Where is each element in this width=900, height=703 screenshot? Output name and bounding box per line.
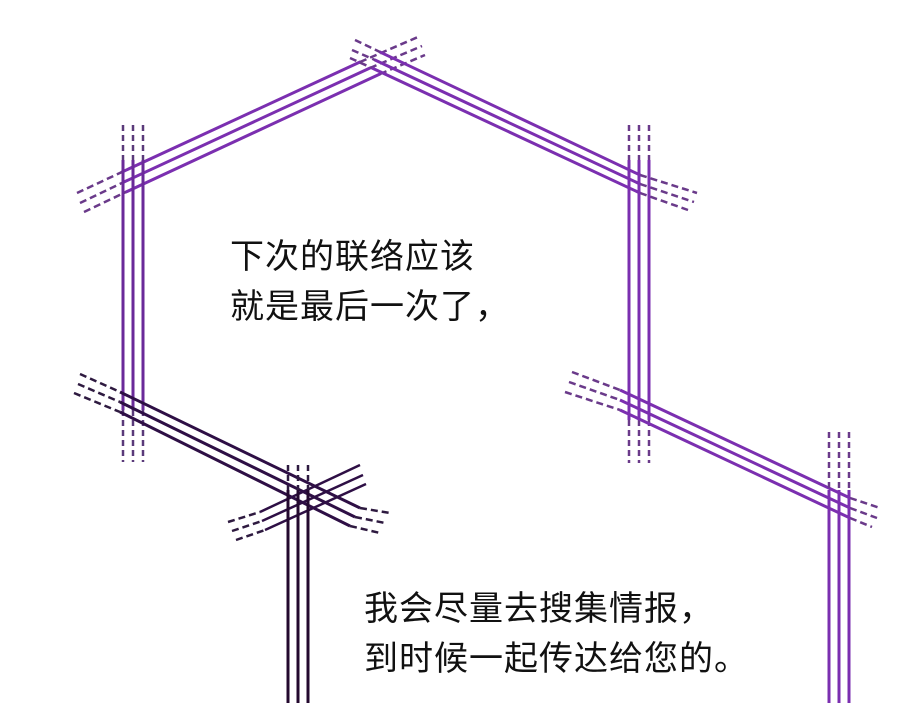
caption-bottom: 我会尽量去搜集情报， 到时候一起传达给您的。	[364, 584, 749, 684]
top-left-edge	[120, 60, 382, 194]
caption-top-line-1: 下次的联络应该	[230, 237, 475, 277]
caption-top-line-2: 就是最后一次了，	[230, 287, 510, 327]
caption-bottom-line-2: 到时候一起传达给您的。	[364, 639, 749, 679]
caption-top: 下次的联络应该 就是最后一次了，	[230, 232, 510, 332]
caption-bottom-line-1: 我会尽量去搜集情报，	[364, 589, 714, 629]
